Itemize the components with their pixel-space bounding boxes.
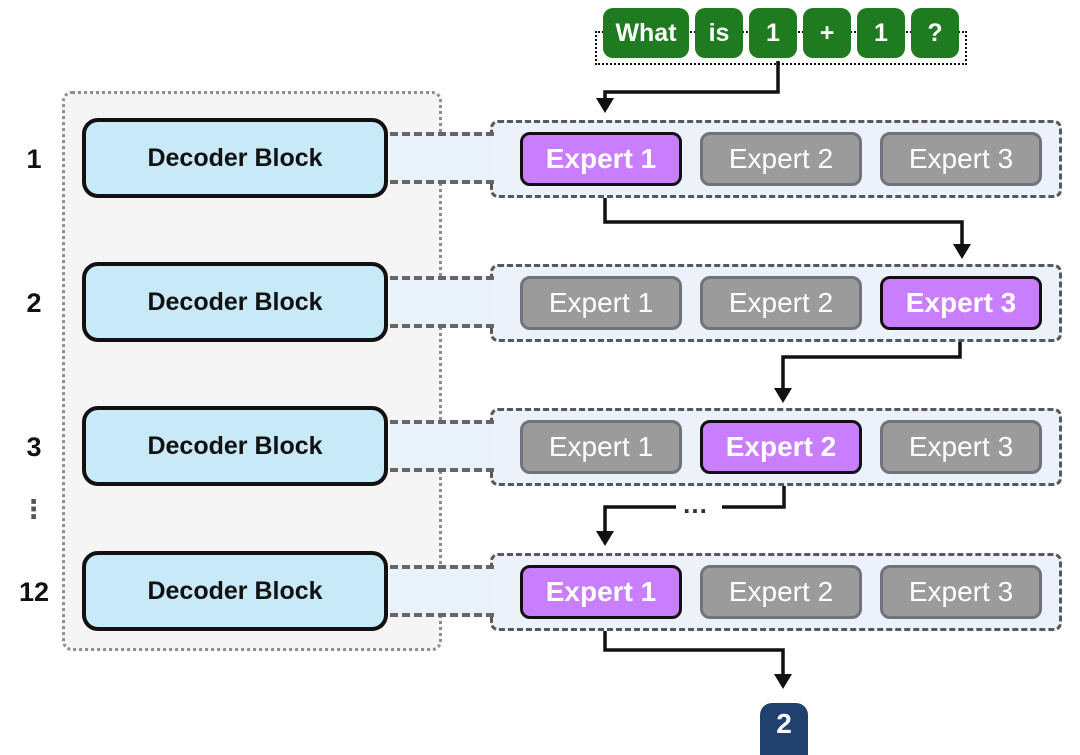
expert-1-box: Expert 1 (520, 565, 682, 619)
output-token: 2 (760, 703, 808, 755)
expert-1-box: Expert 1 (520, 132, 682, 186)
input-token: ? (911, 8, 959, 58)
layer-label-12: 12 (18, 577, 50, 607)
decoder-expert-connector (390, 420, 494, 472)
expert-group-layer-1: Expert 1 Expert 2 Expert 3 (490, 120, 1062, 198)
expert-group-layer-2: Expert 1 Expert 2 Expert 3 (490, 264, 1062, 342)
layer-label-1: 1 (26, 144, 42, 174)
input-token: What (603, 8, 689, 58)
decoder-block-1: Decoder Block (82, 118, 388, 198)
skipped-layers-ellipsis: … (682, 489, 711, 519)
input-token: 1 (749, 8, 797, 58)
decoder-block-2: Decoder Block (82, 262, 388, 342)
expert-3-box: Expert 3 (880, 276, 1042, 330)
expert-2-box: Expert 2 (700, 276, 862, 330)
expert-2-box: Expert 2 (700, 132, 862, 186)
expert-3-box: Expert 3 (880, 420, 1042, 474)
input-token: is (695, 8, 743, 58)
expert-group-layer-12: Expert 1 Expert 2 Expert 3 (490, 553, 1062, 631)
decoder-block-12: Decoder Block (82, 551, 388, 631)
input-token: 1 (857, 8, 905, 58)
input-token: + (803, 8, 851, 58)
decoder-expert-connector (390, 132, 494, 184)
decoder-expert-connector (390, 276, 494, 328)
expert-2-box: Expert 2 (700, 565, 862, 619)
expert-1-box: Expert 1 (520, 276, 682, 330)
arrow-layer3-dots-right (722, 486, 786, 509)
input-token-row: What is 1 + 1 ? (603, 8, 959, 58)
arrow-tokens-to-layer1 (596, 61, 780, 113)
layer-ellipsis: ⋮ (20, 494, 48, 524)
expert-3-box: Expert 3 (880, 565, 1042, 619)
expert-3-box: Expert 3 (880, 132, 1042, 186)
expert-1-box: Expert 1 (520, 420, 682, 474)
layer-label-2: 2 (26, 288, 42, 318)
arrow-layer1-to-layer2 (603, 198, 971, 259)
expert-2-box: Expert 2 (700, 420, 862, 474)
arrow-layer12-to-output (603, 631, 792, 689)
arrow-layer2-to-layer3 (774, 342, 962, 403)
expert-group-layer-3: Expert 1 Expert 2 Expert 3 (490, 408, 1062, 486)
layer-label-3: 3 (26, 432, 42, 462)
decoder-block-3: Decoder Block (82, 406, 388, 486)
decoder-expert-connector (390, 565, 494, 617)
arrow-dots-to-layer12 (596, 505, 676, 546)
